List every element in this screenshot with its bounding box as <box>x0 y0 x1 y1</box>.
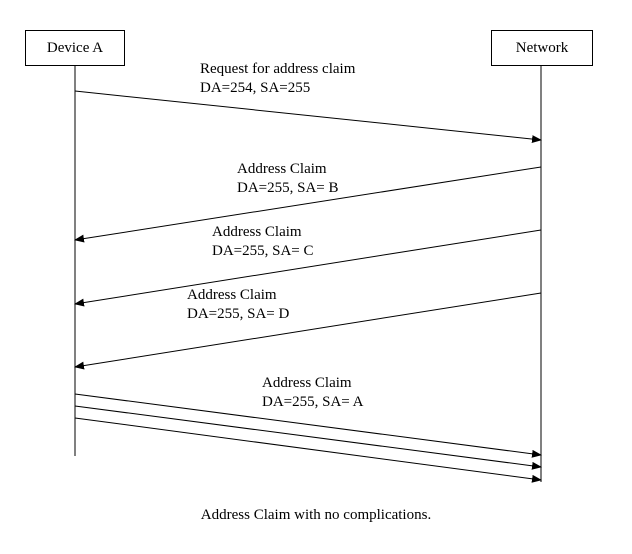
message-label: Address Claim <box>187 287 277 303</box>
figure-caption: Address Claim with no complications. <box>200 507 432 523</box>
message-address-claim-d: Address Claim DA=255, SA= D <box>187 286 289 324</box>
arrow-address-claim-a-2 <box>74 405 542 470</box>
message-address-claim-a: Address Claim DA=255, SA= A <box>262 374 364 412</box>
message-label: Address Claim <box>237 161 327 177</box>
message-detail: DA=254, SA=255 <box>200 80 311 96</box>
arrow-address-claim-b <box>74 166 542 243</box>
network-label: Network <box>515 39 569 56</box>
device-a-label: Device A <box>46 39 104 56</box>
arrow-address-claim-a-1 <box>74 393 542 458</box>
message-label: Address Claim <box>212 224 302 240</box>
message-detail: DA=255, SA= D <box>187 306 290 322</box>
message-request-address-claim: Request for address claim DA=254, SA=255 <box>200 60 355 98</box>
network-box: Network <box>491 30 593 66</box>
message-address-claim-b: Address Claim DA=255, SA= B <box>237 160 339 198</box>
message-detail: DA=255, SA= B <box>237 180 339 196</box>
message-label: Address Claim <box>262 375 352 391</box>
message-label: Request for address claim <box>200 61 356 77</box>
device-a-box: Device A <box>25 30 125 66</box>
arrow-address-claim-a-3 <box>74 417 542 483</box>
message-address-claim-c: Address Claim DA=255, SA= C <box>212 223 314 261</box>
arrow-request-address-claim <box>74 90 542 144</box>
arrow-address-claim-d <box>74 292 542 370</box>
arrow-address-claim-c <box>74 229 542 307</box>
message-detail: DA=255, SA= A <box>262 394 364 410</box>
message-detail: DA=255, SA= C <box>212 243 314 259</box>
